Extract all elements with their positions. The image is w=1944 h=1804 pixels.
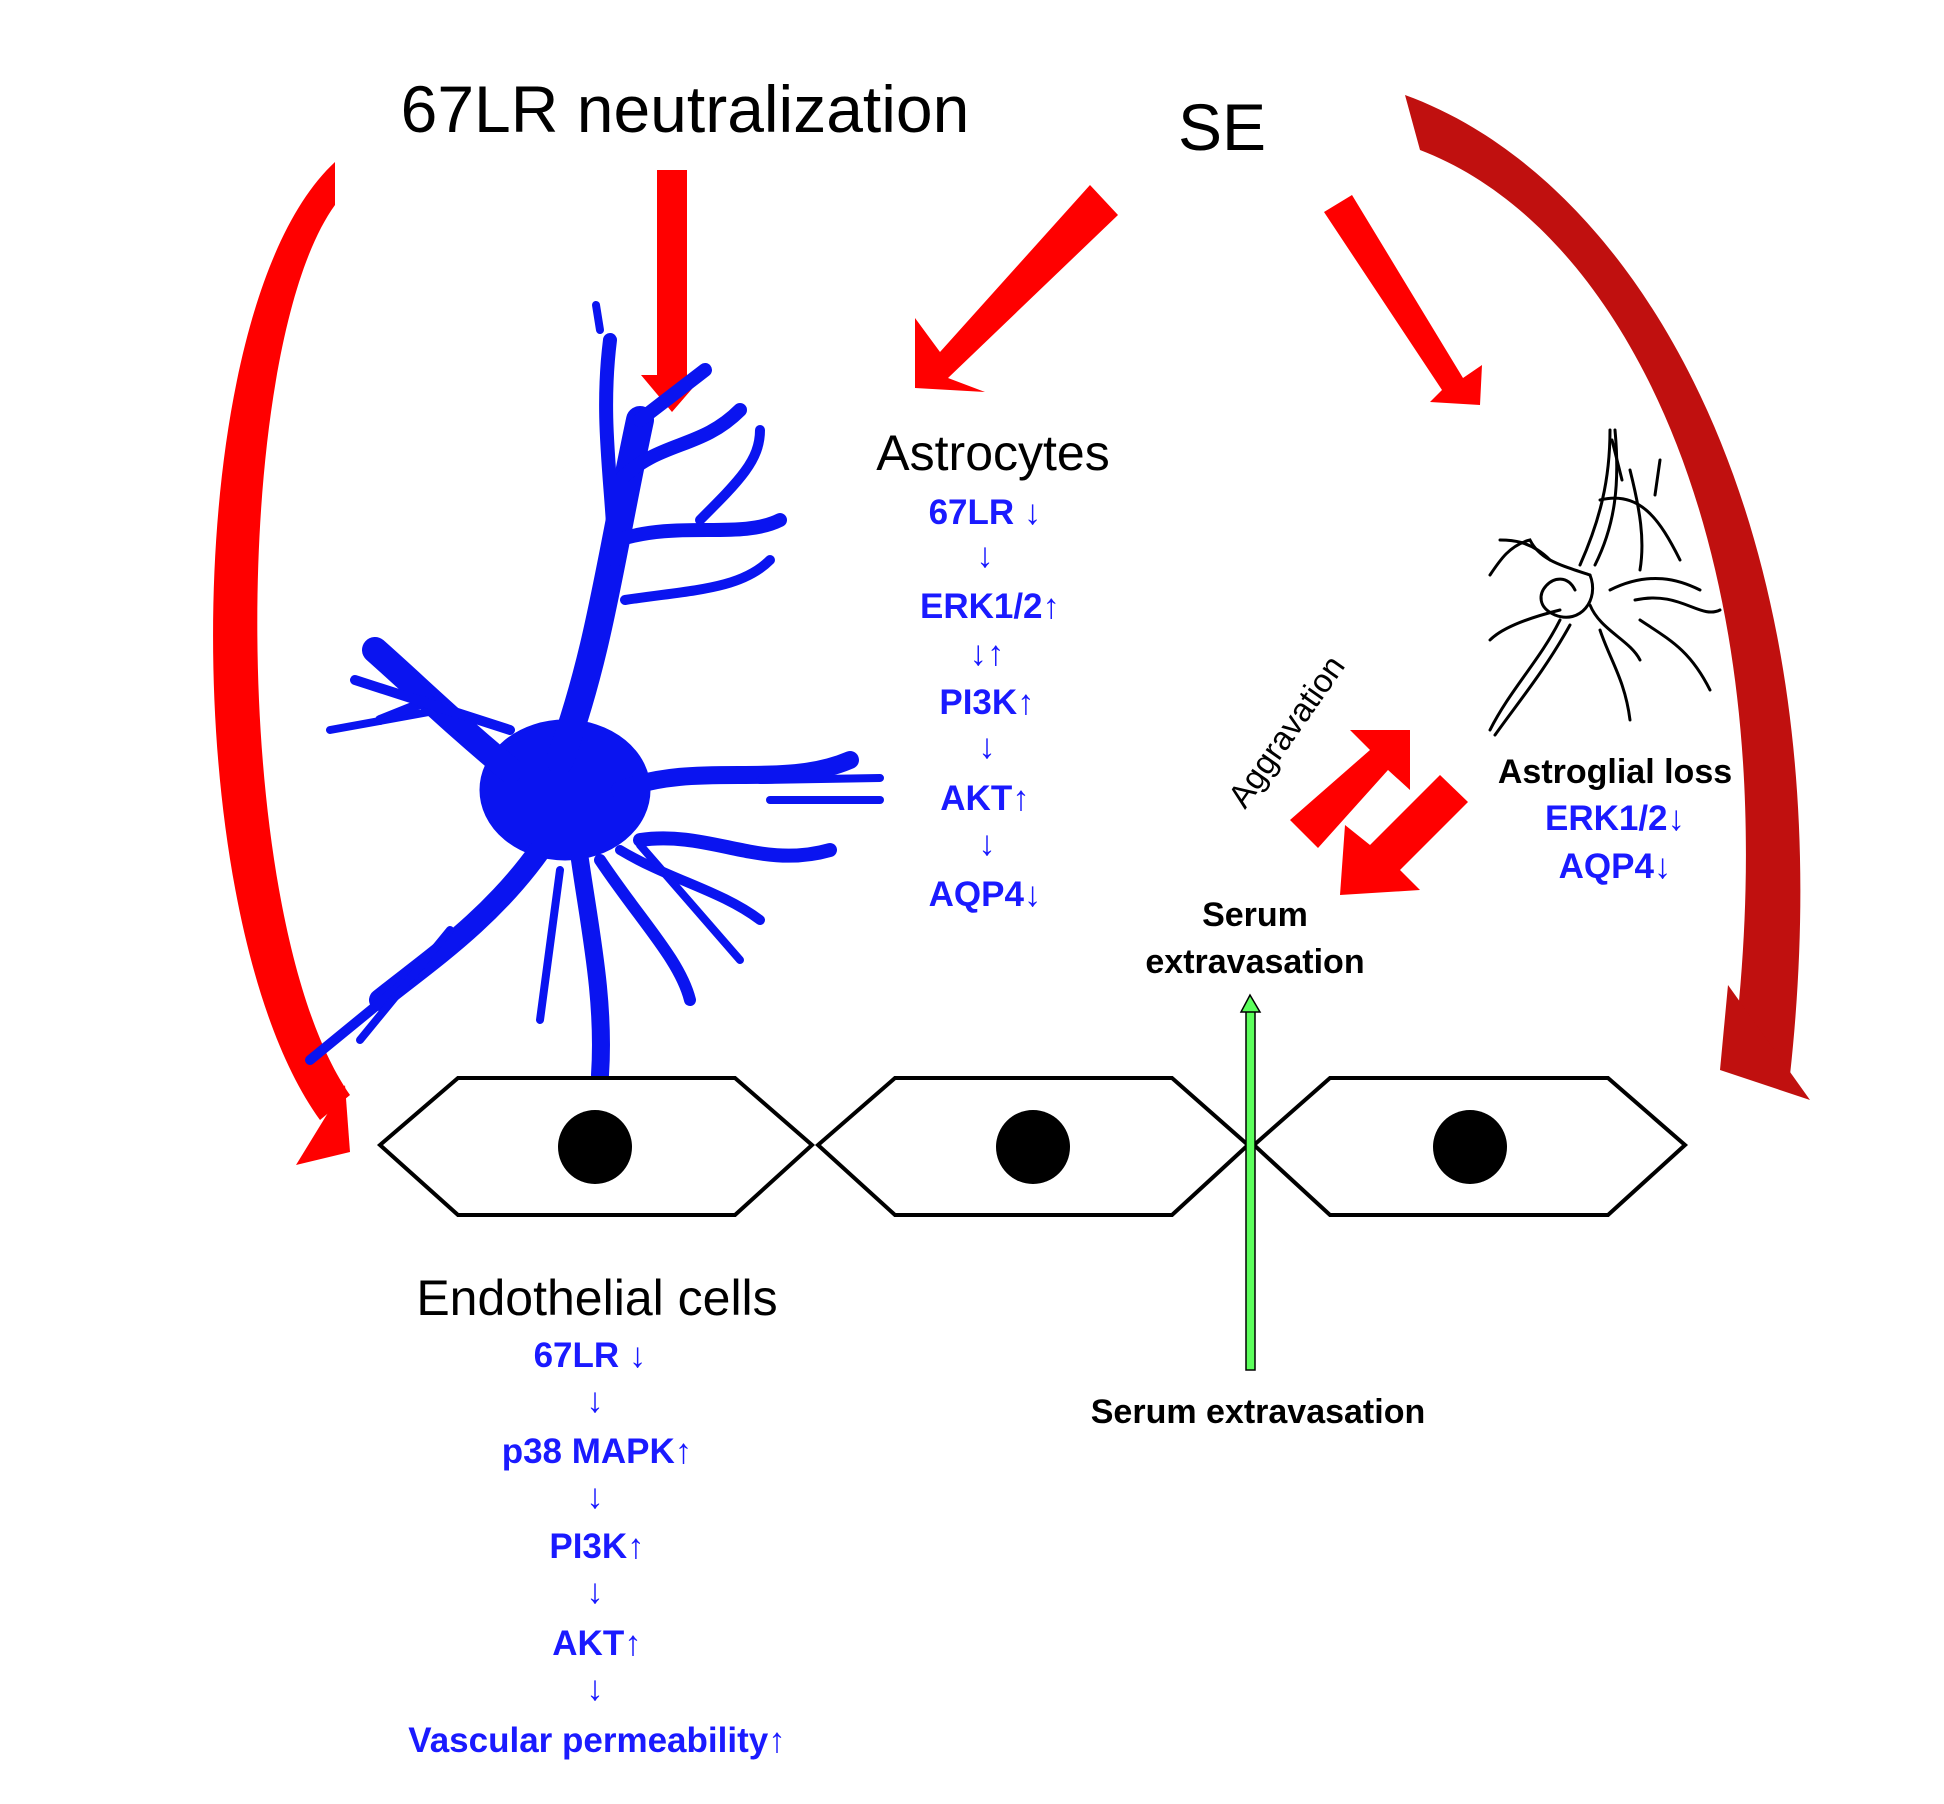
astro-step-arrow-3: ↓ bbox=[978, 727, 996, 766]
endo-step-pi3k: PI3K↑ bbox=[549, 1527, 644, 1566]
serum-upper-line2: extravasation bbox=[1145, 943, 1364, 981]
astrocytes-pathway: 67LR ↓ ↓ ERK1/2↑ ↓↑ PI3K↑ ↓ AKT↑ ↓ AQP4↓ bbox=[920, 493, 1060, 914]
serum-leak-arrow bbox=[1239, 993, 1262, 1371]
serum-upper-line1: Serum bbox=[1202, 896, 1308, 934]
endo-step-arrow-4: ↓ bbox=[586, 1669, 604, 1708]
serum-lower-label: Serum extravasation bbox=[1091, 1393, 1426, 1431]
nucleus-1 bbox=[558, 1110, 632, 1184]
astro-step-67lr: 67LR ↓ bbox=[929, 493, 1042, 532]
astro-step-arrow-1: ↓ bbox=[976, 536, 994, 575]
astrocytes-heading: Astrocytes bbox=[876, 425, 1109, 481]
astroglial-step-aqp4: AQP4↓ bbox=[1559, 847, 1672, 886]
astroglial-heading: Astroglial loss bbox=[1498, 753, 1732, 791]
endo-step-akt: AKT↑ bbox=[552, 1624, 641, 1663]
astroglial-cell-outline bbox=[1488, 428, 1722, 737]
right-curved-arrow bbox=[1405, 95, 1810, 1100]
endo-step-67lr: 67LR ↓ bbox=[534, 1336, 647, 1375]
astro-step-erk: ERK1/2↑ bbox=[920, 587, 1060, 626]
astroglial-pathway: ERK1/2↓ AQP4↓ bbox=[1545, 799, 1685, 886]
endothelial-pathway: 67LR ↓ ↓ p38 MAPK↑ ↓ PI3K↑ ↓ AKT↑ ↓ Vasc… bbox=[408, 1336, 785, 1760]
astro-step-pi3k: PI3K↑ bbox=[939, 683, 1034, 722]
endo-step-arrow-2: ↓ bbox=[586, 1477, 604, 1516]
nucleus-2 bbox=[996, 1110, 1070, 1184]
astro-step-arrow-4: ↓ bbox=[978, 824, 996, 863]
astrocyte-cell bbox=[305, 301, 884, 1084]
arrow-se-to-astroglial bbox=[1324, 195, 1482, 405]
astro-step-arrow-2: ↓↑ bbox=[970, 634, 1005, 673]
title-67lr-neutralization: 67LR neutralization bbox=[401, 72, 970, 146]
astro-step-akt: AKT↑ bbox=[940, 779, 1029, 818]
astro-step-aqp4: AQP4↓ bbox=[929, 875, 1042, 914]
nucleus-3 bbox=[1433, 1110, 1507, 1184]
left-curved-arrow bbox=[213, 162, 350, 1165]
endothelial-heading: Endothelial cells bbox=[416, 1270, 777, 1326]
endo-step-arrow-3: ↓ bbox=[586, 1572, 604, 1611]
endo-step-p38: p38 MAPK↑ bbox=[502, 1432, 693, 1471]
endothelial-nuclei bbox=[558, 1110, 1507, 1184]
endo-step-permeability: Vascular permeability↑ bbox=[408, 1721, 785, 1760]
aggravation-down-arrow bbox=[1340, 775, 1468, 895]
arrow-se-to-astrocytes bbox=[915, 185, 1118, 392]
aggravation-up-arrow bbox=[1290, 730, 1410, 848]
endo-step-arrow-1: ↓ bbox=[586, 1381, 604, 1420]
astroglial-step-erk: ERK1/2↓ bbox=[1545, 799, 1685, 838]
title-se: SE bbox=[1178, 90, 1266, 164]
